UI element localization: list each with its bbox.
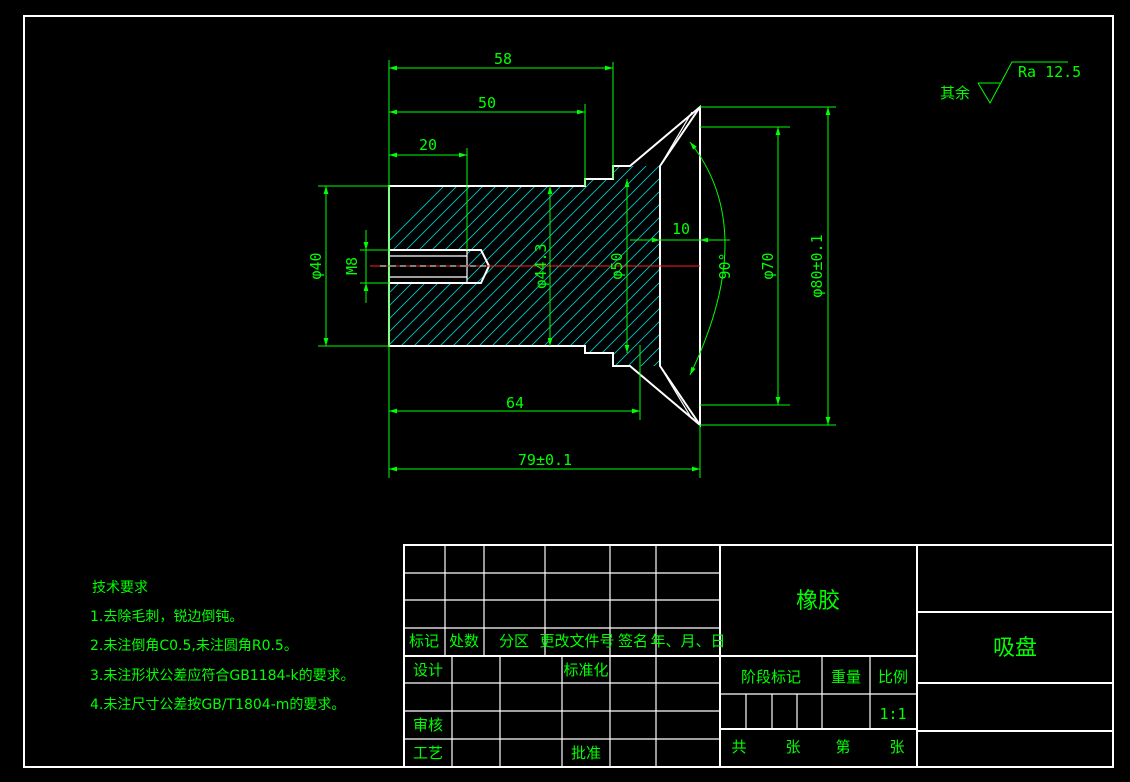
dim-79: 79±0.1 xyxy=(518,451,572,469)
label-sheet-2: 张 xyxy=(889,738,904,756)
dim-dia-44-3: φ44.3 xyxy=(532,243,550,288)
rev-header-date: 年、月、日 xyxy=(650,632,725,650)
label-approve: 批准 xyxy=(571,744,601,762)
hatch-line xyxy=(405,166,627,366)
label-weight: 重量 xyxy=(831,668,861,686)
part-section-view xyxy=(370,104,899,428)
hatch-line xyxy=(574,166,660,366)
hatch-line xyxy=(535,166,660,366)
hatch-line xyxy=(457,166,660,366)
rev-header-count: 处数 xyxy=(449,632,479,650)
rev-header-mark: 标记 xyxy=(409,632,439,650)
label-page: 第 xyxy=(835,738,850,756)
rev-header-doc: 更改文件号 xyxy=(539,632,614,650)
dimension-lines xyxy=(318,60,836,478)
hatch-line xyxy=(431,166,653,366)
dim-dia-80: φ80±0.1 xyxy=(808,234,826,297)
hatch-line xyxy=(470,166,660,366)
hatch-line xyxy=(639,166,660,366)
hatch-line xyxy=(613,166,660,366)
drawing-border xyxy=(23,15,1114,768)
hatch-line xyxy=(389,166,471,366)
part-name: 吸盘 xyxy=(993,636,1037,661)
technical-requirements: 技术要求 1.去除毛刺，锐边倒钝。 2.未注倒角C0.5,未注圆角R0.5。 3… xyxy=(90,580,355,713)
hatch-line xyxy=(496,166,660,366)
label-scale: 比例 xyxy=(878,668,908,686)
tech-notes-title: 技术要求 xyxy=(92,580,148,596)
dim-dia-40: φ40 xyxy=(307,252,325,279)
dim-dia-70: φ70 xyxy=(759,252,777,279)
hatch-line xyxy=(522,166,660,366)
tech-note-4: 4.未注尺寸公差按GB/T1804-m的要求。 xyxy=(90,697,345,713)
label-review: 审核 xyxy=(413,716,443,734)
dim-angle-90: 90° xyxy=(716,252,734,279)
tech-note-2: 2.未注倒角C0.5,未注圆角R0.5。 xyxy=(90,638,298,654)
hatch-line xyxy=(679,160,899,380)
label-process: 工艺 xyxy=(413,744,443,762)
dim-20: 20 xyxy=(419,136,437,154)
dim-m8: M8 xyxy=(343,257,361,275)
tech-note-3: 3.未注形状公差应符合GB1184-k的要求。 xyxy=(90,667,355,684)
title-block: 标记 处数 分区 更改文件号 签名 年、月、日 设计 标准化 审核 工艺 批准 … xyxy=(403,544,1114,768)
hatch-line xyxy=(389,166,601,366)
dim-58: 58 xyxy=(494,50,512,68)
roughness-value: Ra 12.5 xyxy=(1018,63,1081,81)
rev-header-sign: 签名 xyxy=(618,632,648,650)
label-standardization: 标准化 xyxy=(563,661,608,679)
hatch-line xyxy=(418,166,640,366)
label-design: 设计 xyxy=(413,661,443,679)
cone-edge-line xyxy=(659,365,693,420)
dim-10: 10 xyxy=(672,220,690,238)
dim-64: 64 xyxy=(506,394,524,412)
hatch-line xyxy=(392,166,614,366)
scale-value: 1:1 xyxy=(879,705,906,723)
material-name: 橡胶 xyxy=(796,589,840,614)
label-stage-mark: 阶段标记 xyxy=(741,668,801,686)
rev-header-zone: 分区 xyxy=(499,632,529,650)
label-sheet-1: 张 xyxy=(785,738,800,756)
hatch-line xyxy=(509,166,660,366)
tech-note-1: 1.去除毛刺，锐边倒钝。 xyxy=(90,609,243,625)
hatch-line xyxy=(389,166,484,366)
hatch-line xyxy=(389,166,497,366)
roughness-check-icon xyxy=(977,61,1068,105)
dim-50: 50 xyxy=(478,94,496,112)
roughness-prefix: 其余 xyxy=(940,84,970,102)
label-total: 共 xyxy=(731,738,746,756)
hatch-line xyxy=(600,166,660,366)
hatch-line xyxy=(561,166,660,366)
roughness-symbol: 其余 Ra 12.5 xyxy=(940,61,1081,105)
cone-edge-line xyxy=(659,111,693,167)
hatch-line xyxy=(483,166,660,366)
dimension-texts: 58 50 20 10 64 79±0.1 φ40 M8 φ44.3 φ50 9… xyxy=(307,50,826,469)
dim-dia-50: φ50 xyxy=(608,252,626,279)
